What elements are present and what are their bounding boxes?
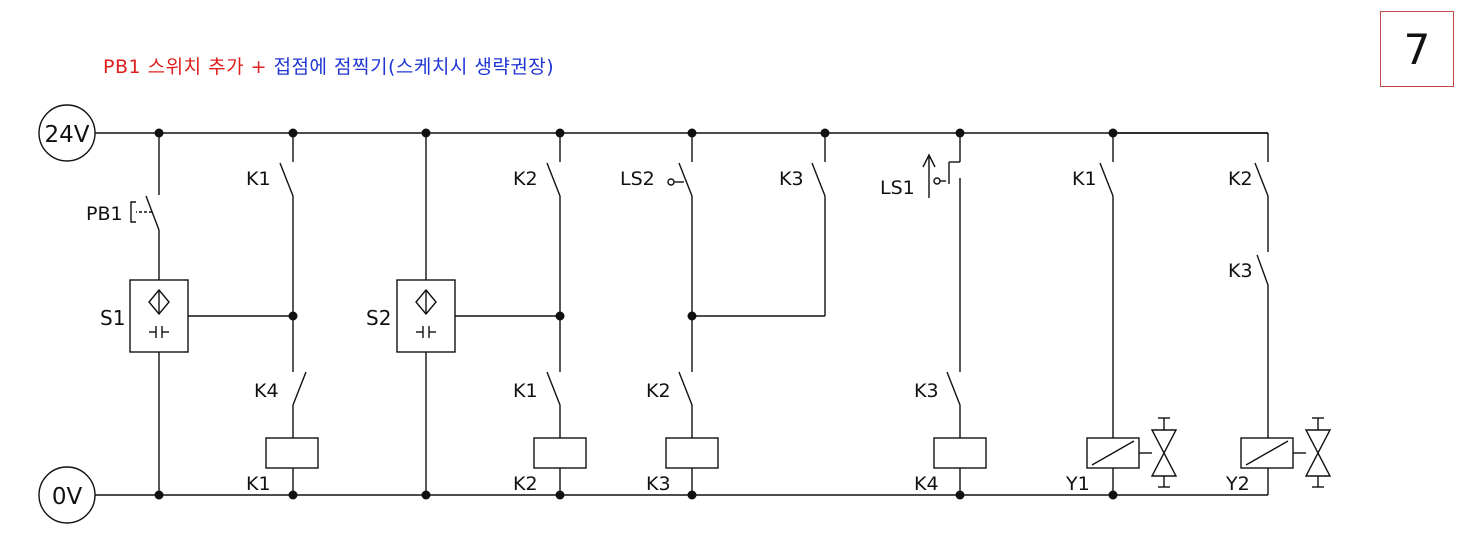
k2-contact-2-label: K2 (513, 168, 538, 190)
s1-label: S1 (100, 306, 125, 330)
s2-label: S2 (366, 306, 391, 330)
pb1-contact (145, 195, 160, 231)
k2-coil-label: K2 (513, 473, 538, 495)
title-blue-part: 접점에 점찍기(스케치시 생략권장) (273, 56, 555, 78)
k3-coil-label: K3 (646, 473, 671, 495)
k2-contact-3 (678, 371, 693, 406)
k1-contact-6 (1099, 162, 1114, 197)
k4-coil-label: K4 (914, 473, 939, 495)
ls2-contact (678, 162, 693, 197)
diagram-title: PB1 스위치 추가 + 접점에 점찍기(스케치시 생략권장) (103, 52, 554, 79)
k2-contact-3-label: K2 (646, 380, 671, 402)
branch-y1 (1086, 133, 1178, 495)
page-number: 7 (1403, 24, 1431, 74)
k3-contact-4-label: K3 (779, 168, 804, 190)
k1-coil-label: K1 (246, 473, 271, 495)
branch-k3 (665, 133, 825, 495)
k1-contact-2-label: K1 (513, 380, 538, 402)
branch-s2 (396, 133, 560, 495)
y2-label: Y2 (1225, 473, 1250, 495)
y1-valve-icon (1150, 429, 1178, 477)
ls2-label: LS2 (620, 168, 655, 190)
title-red-part: PB1 스위치 추가 + (103, 56, 268, 78)
k1-contact-2 (546, 371, 561, 406)
rail-0v-label: 0V (52, 484, 83, 510)
k4-contact-1-label: K4 (254, 380, 279, 402)
k3-coil (665, 437, 719, 469)
k4-coil (933, 437, 987, 469)
pb1-label: PB1 (86, 203, 123, 225)
ls1-label: LS1 (880, 177, 915, 199)
k3-contact-5 (946, 371, 961, 406)
k2-coil (533, 437, 587, 469)
branch-y2 (1113, 132, 1332, 495)
y1-label: Y1 (1065, 473, 1090, 495)
k1-contact-1 (279, 162, 294, 197)
k3-contact-7 (1256, 254, 1269, 286)
k4-contact-1 (292, 371, 307, 406)
rail-24v-label: 24V (44, 122, 89, 148)
k2-contact-7-label: K2 (1228, 168, 1253, 190)
k1-contact-1-label: K1 (246, 168, 271, 190)
y2-valve-icon (1304, 429, 1332, 477)
page-number-box: 7 (1380, 11, 1454, 87)
k3-contact-4 (811, 162, 826, 197)
k3-contact-5-label: K3 (914, 380, 939, 402)
branch-s1 (129, 133, 293, 495)
k1-coil (265, 437, 319, 469)
branch-k3-hold (811, 133, 826, 316)
k2-contact-7 (1254, 162, 1269, 197)
junction-dots (154, 128, 1118, 500)
branch-k2 (533, 133, 587, 495)
k1-contact-6-label: K1 (1072, 168, 1097, 190)
branch-k4 (922, 133, 987, 495)
k3-contact-7-label: K3 (1228, 260, 1253, 282)
k2-contact-2 (546, 162, 561, 197)
